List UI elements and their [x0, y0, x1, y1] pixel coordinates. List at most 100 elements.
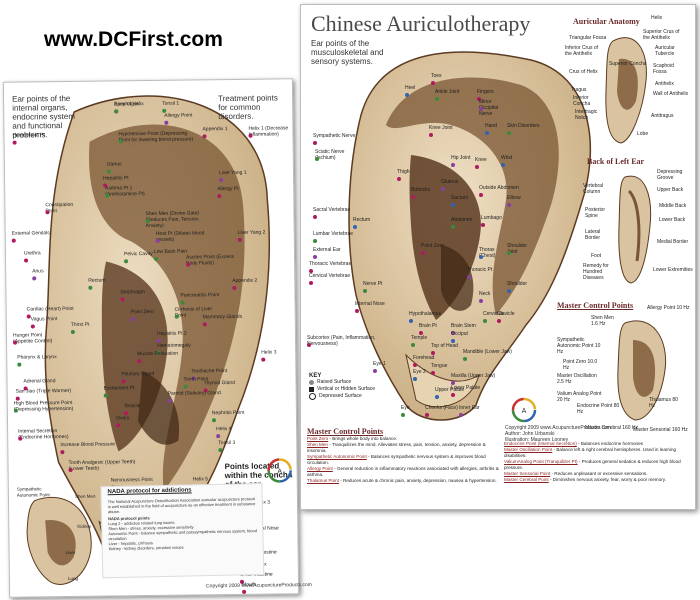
point-marker: [248, 133, 253, 138]
point-label: Elbow: [507, 195, 521, 201]
nada-title: NADA protocol for addictions: [107, 487, 192, 496]
point-marker: [118, 139, 123, 144]
point-marker: [309, 269, 313, 273]
point-label: Testicle: [123, 403, 141, 410]
point-marker: [103, 393, 108, 398]
point-label: Endocrine Point 80 Hz: [577, 403, 620, 415]
left-ear-illustration: [44, 95, 271, 574]
point-marker: [401, 413, 405, 417]
right-copyright-2: Author: John Urbanski: [505, 431, 555, 437]
point-label: Mammary Glands: [202, 313, 243, 321]
point-marker: [88, 285, 93, 290]
point-label: Valium Analog Point 20 Hz: [557, 391, 602, 403]
point-label: Inferior Concha: [573, 95, 591, 107]
right-chart-sheet: Chinese Auriculotherapy Ear points of th…: [300, 4, 696, 510]
point-label: Toes: [431, 73, 442, 79]
point-label: Wall of Antihelix: [653, 91, 689, 97]
point-label: Allergy Pt: [217, 185, 239, 193]
point-marker: [313, 239, 317, 243]
point-marker: [242, 589, 247, 594]
logo-icon: A: [511, 397, 537, 423]
point-label: Rectum: [88, 277, 106, 284]
point-label: Scaphoid Fossa: [653, 63, 674, 75]
point-label: Cheeks (Face): [425, 405, 458, 411]
point-label: Knee Joint: [429, 125, 453, 131]
point-label: Ankle Joint: [435, 89, 460, 95]
point-marker: [218, 448, 223, 453]
point-label: Thoracic Vertebrae: [309, 261, 352, 267]
mini-ear-label: Shen Men: [74, 493, 96, 499]
point-label: Diaphragm: [120, 289, 145, 296]
point-marker: [237, 237, 242, 242]
point-label: Triangular Fossa: [569, 35, 607, 41]
point-marker: [130, 317, 135, 322]
point-label: Remedy for Hundred Diseases: [583, 263, 609, 281]
point-marker: [451, 331, 455, 335]
site-url[interactable]: www.DCFirst.com: [44, 28, 223, 51]
point-marker: [413, 377, 417, 381]
point-marker: [497, 319, 501, 323]
point-marker: [413, 363, 417, 367]
point-marker: [353, 225, 357, 229]
point-label: Sympathetic Nerve: [313, 133, 356, 139]
point-marker: [363, 289, 367, 293]
back-of-ear-title: Back of Left Ear: [587, 157, 645, 166]
point-label: Tongue: [431, 363, 448, 369]
raised-surface-icon: [309, 380, 314, 385]
point-marker: [313, 141, 317, 145]
point-label: Sacrum: [451, 195, 469, 201]
point-marker: [24, 258, 29, 263]
point-label: Master Oscillation 2.5 Hz: [557, 373, 597, 385]
point-label: Subcortex (Pain, Inflammation, Nervousne…: [307, 335, 376, 347]
point-label: Minor Occipital Nerve: [479, 99, 499, 117]
point-label: Thyroid Gland: [203, 379, 235, 387]
point-marker: [411, 195, 415, 199]
point-label: Constipation Point: [45, 201, 74, 215]
definition-row: ValiumAnalog Point (Tranquilizer Pt) - P…: [504, 459, 681, 470]
point-label: Foot: [591, 253, 602, 259]
point-label: Helix 5: [192, 476, 209, 483]
point-marker: [12, 140, 17, 145]
point-label: Rectum: [353, 217, 371, 223]
point-label: Increase Blood Pressure: [60, 441, 116, 449]
point-label: Intertragic Notch: [575, 109, 598, 121]
point-label: Hand: [485, 123, 497, 129]
point-label: Nerve Pt: [363, 281, 383, 287]
point-label: Upper Palate: [435, 387, 465, 393]
point-label: Eye 1: [373, 361, 386, 367]
point-marker: [202, 322, 207, 327]
nada-body: The National Acupuncture Detoxification …: [107, 496, 257, 552]
definition-row: Master Sensorial Point - Reduces unpleas…: [504, 471, 648, 476]
point-marker: [431, 81, 435, 85]
point-label: Eye: [401, 405, 410, 411]
point-marker: [409, 319, 413, 323]
point-marker: [154, 256, 159, 261]
point-label: Shoulder Joint: [507, 243, 528, 255]
point-marker: [174, 314, 179, 319]
definition-row: Thalamus Point - Reduces acute & chronic…: [307, 478, 497, 483]
point-label: Cervical Vertebrae: [309, 273, 351, 279]
point-marker: [309, 281, 313, 285]
point-marker: [431, 351, 435, 355]
definition-row: Point Zero - Brings whole body into bala…: [307, 436, 398, 441]
definition-row: Sympathetic Autonomic Point - Balances s…: [307, 454, 486, 465]
hidden-surface-icon: [309, 387, 314, 392]
point-marker: [425, 413, 429, 417]
point-label: Excitement Pt: [103, 385, 135, 392]
point-label: Inferior Crus of the Antihelix: [565, 45, 599, 57]
definition-row: Master Cerebral Point - Diminishes nervo…: [504, 477, 666, 482]
point-label: Lateral Border: [585, 229, 601, 241]
point-marker: [435, 97, 439, 101]
point-label: Antitragus: [651, 113, 674, 119]
point-label: Hypothalamus: [409, 311, 441, 317]
point-label: Outside Abdomen: [479, 185, 519, 191]
key-title: KEY: [309, 373, 322, 379]
point-label: Point Zero: [421, 243, 445, 249]
point-label: Lumbar Vertebrae: [313, 231, 354, 237]
point-label: Forehead: [413, 355, 435, 361]
svg-text:A: A: [277, 468, 282, 475]
point-marker: [467, 275, 471, 279]
point-label: Asthma Pt 1 (Antihistamine Pt): [105, 185, 145, 198]
